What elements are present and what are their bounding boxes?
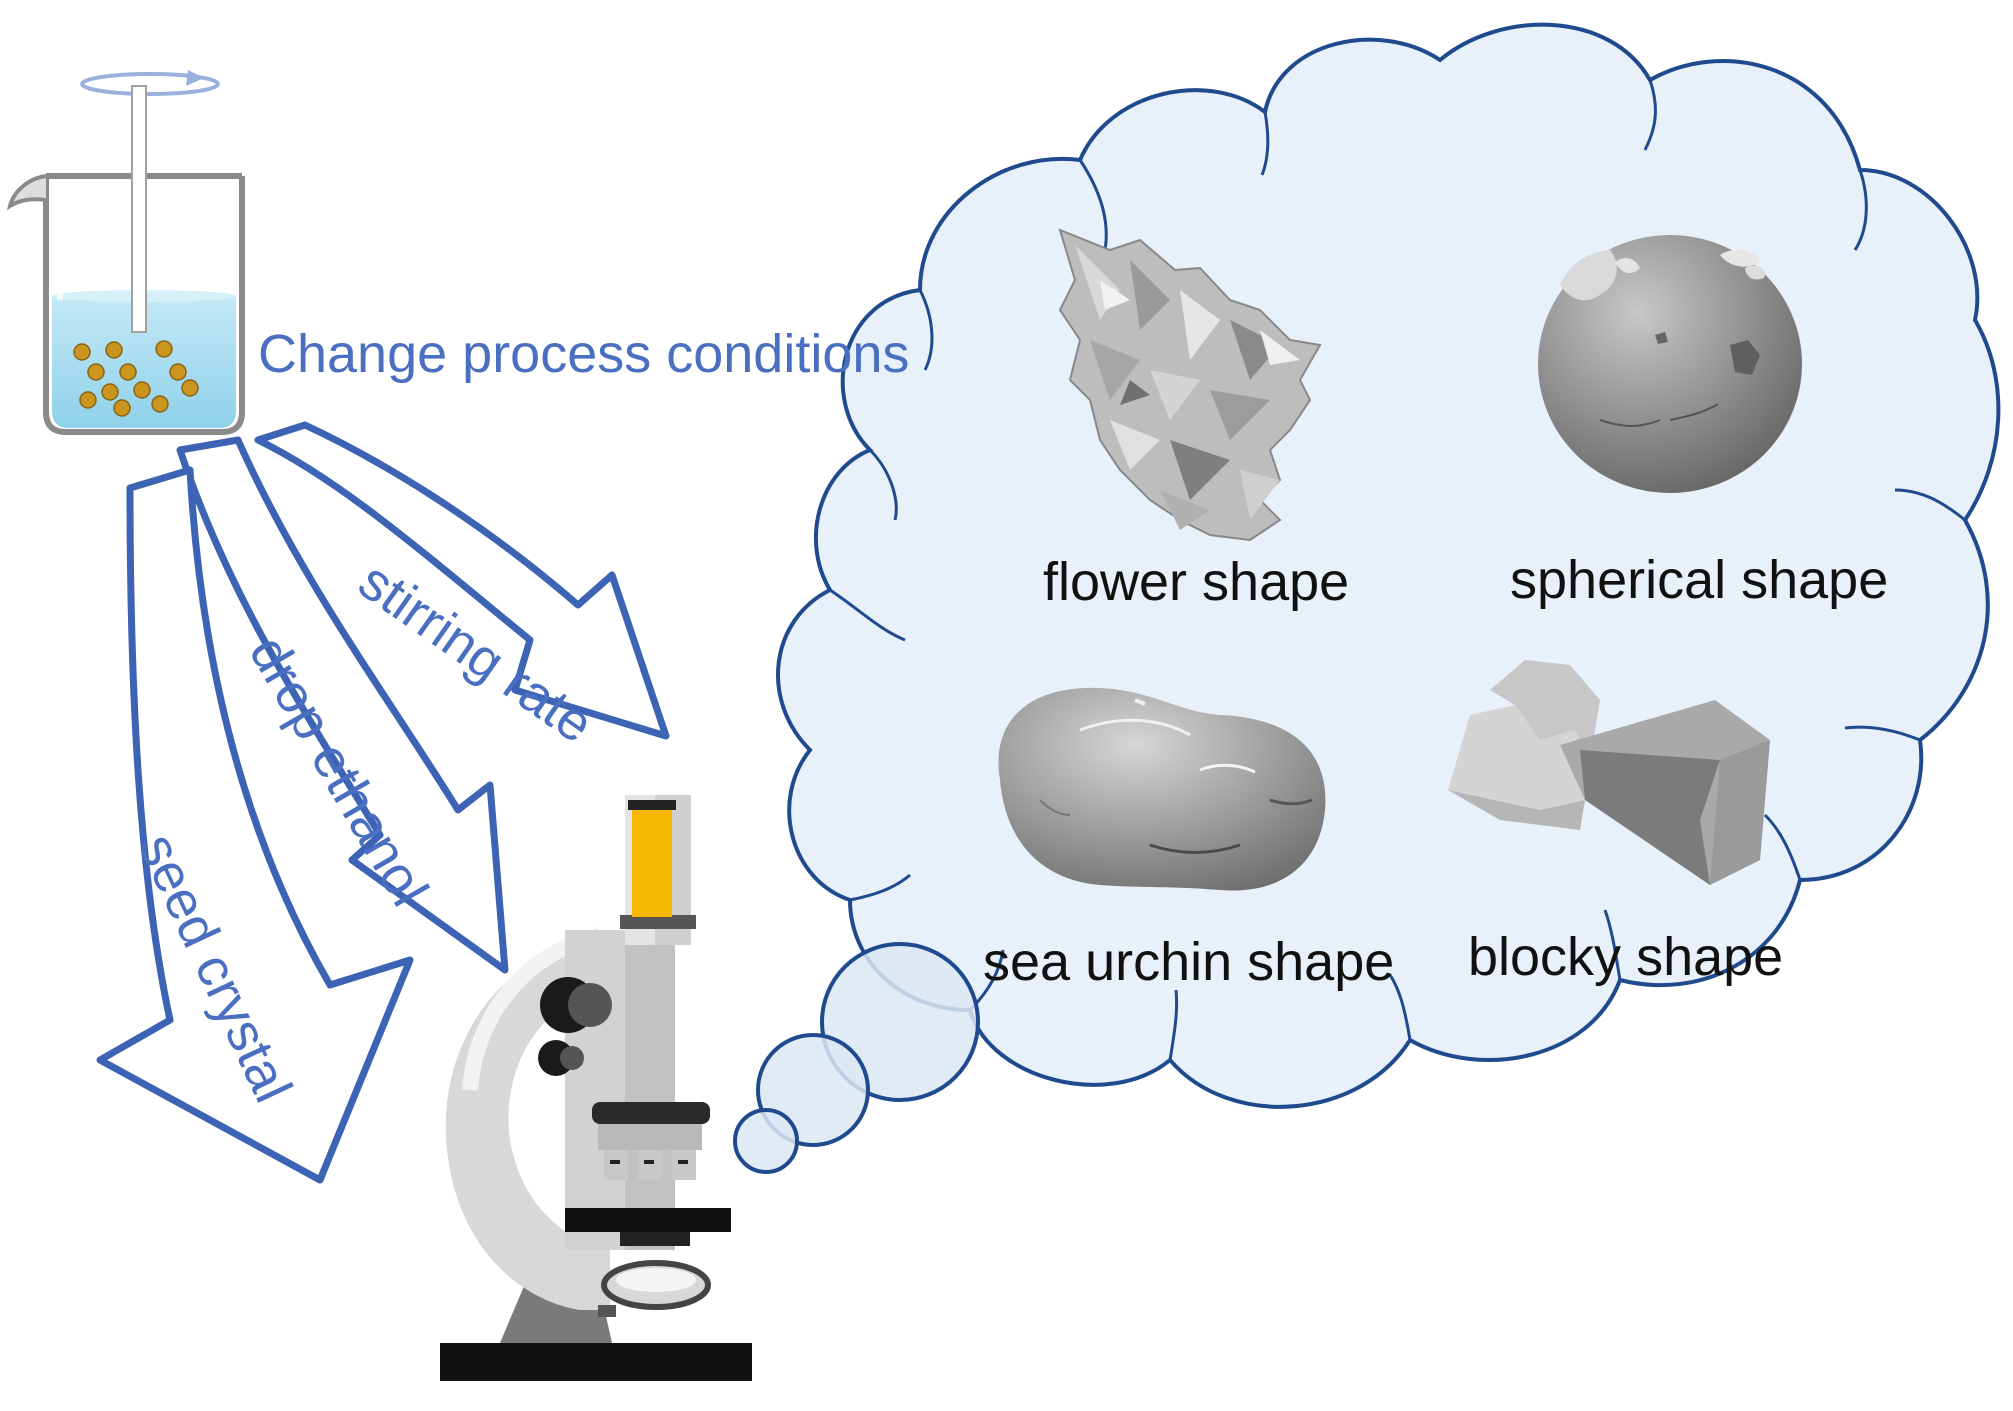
spherical-shape-image: [1538, 235, 1802, 493]
process-conditions-label: Change process conditions: [258, 324, 909, 384]
eyepiece: [632, 805, 672, 917]
seed-crystal-arrow: [96, 466, 414, 1184]
beaker-icon: [6, 70, 245, 435]
condition-arrows: [96, 421, 670, 1184]
stirring-rate-arrow: [254, 421, 670, 740]
microscope-icon: [440, 795, 752, 1381]
crystal-particles: [73, 340, 199, 417]
drop-ethanol-arrow: [176, 436, 509, 974]
sea-urchin-shape-label: sea urchin shape: [983, 932, 1394, 992]
rotation-arrow-icon: [80, 70, 220, 96]
thought-bubble-small: [733, 1108, 799, 1174]
sea-urchin-shape-image: [998, 687, 1326, 891]
blocky-shape-image: [1448, 660, 1770, 885]
spherical-shape-label: spherical shape: [1510, 550, 1888, 610]
flower-shape-label: flower shape: [1043, 552, 1349, 612]
blocky-shape-label: blocky shape: [1468, 927, 1783, 987]
flower-shape-image: [1058, 228, 1322, 542]
stirring-rod: [131, 85, 147, 333]
